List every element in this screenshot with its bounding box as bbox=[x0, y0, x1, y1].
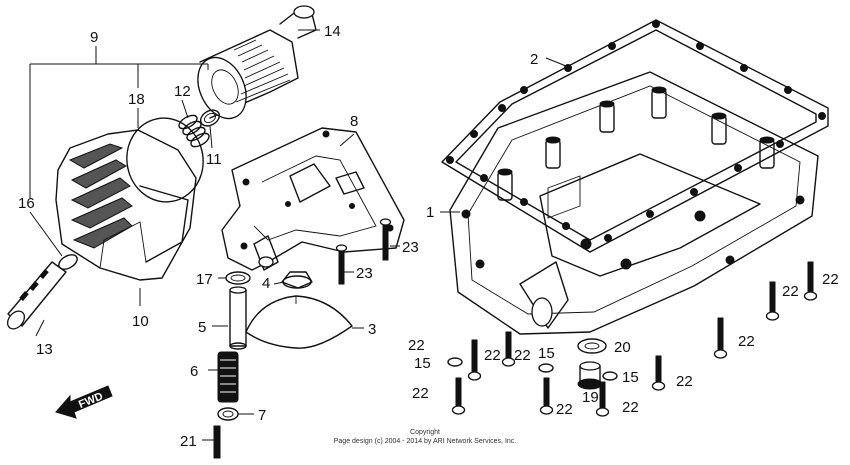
callout-22-c: 22 bbox=[412, 385, 429, 402]
bolts-and-plugs bbox=[335, 218, 818, 417]
fwd-label: FWD bbox=[77, 390, 105, 411]
callout-10: 10 bbox=[132, 313, 149, 330]
copyright-notice: Copyright Page design (c) 2004 - 2014 by… bbox=[334, 429, 517, 445]
callout-numbers: 1 2 3 4 5 6 7 8 9 10 11 12 13 14 15 15 1… bbox=[18, 23, 839, 450]
leader-lines bbox=[29, 29, 567, 441]
callout-5: 5 bbox=[198, 319, 206, 336]
callout-6: 6 bbox=[190, 363, 198, 380]
callout-21: 21 bbox=[180, 433, 197, 450]
callout-22-d: 22 bbox=[556, 401, 573, 418]
callout-22-e: 22 bbox=[622, 399, 639, 416]
callout-15-left: 15 bbox=[414, 355, 431, 372]
spring-and-o-ring bbox=[178, 109, 221, 148]
callout-22-f: 22 bbox=[676, 373, 693, 390]
callout-22-j: 22 bbox=[484, 347, 501, 364]
callout-20: 20 bbox=[614, 339, 631, 356]
callout-12: 12 bbox=[174, 83, 191, 100]
callout-22-h: 22 bbox=[782, 283, 799, 300]
callout-23-lower: 23 bbox=[356, 265, 373, 282]
callout-22-b: 22 bbox=[514, 347, 531, 364]
oil-pan-gasket bbox=[441, 19, 829, 253]
strainer-and-o-ring bbox=[6, 254, 78, 330]
callout-22-g: 22 bbox=[738, 333, 755, 350]
callout-7: 7 bbox=[258, 407, 266, 424]
forward-arrow-icon: FWD bbox=[55, 385, 113, 419]
oil-filter-cover bbox=[55, 117, 204, 281]
callout-22-i: 22 bbox=[822, 271, 839, 288]
callout-8: 8 bbox=[350, 113, 358, 130]
callout-15-middle: 15 bbox=[538, 345, 555, 362]
callout-18: 18 bbox=[128, 91, 145, 108]
callout-17: 17 bbox=[196, 271, 213, 288]
copyright-line-1: Copyright bbox=[410, 429, 440, 436]
oil-pan bbox=[449, 71, 819, 335]
callout-22-a: 22 bbox=[408, 337, 425, 354]
callout-4: 4 bbox=[262, 275, 270, 292]
callout-14: 14 bbox=[324, 23, 341, 40]
callout-15-right: 15 bbox=[622, 369, 639, 386]
callout-16: 16 bbox=[18, 195, 35, 212]
callout-2: 2 bbox=[530, 51, 538, 68]
oil-filter-element bbox=[197, 5, 317, 120]
callout-11: 11 bbox=[206, 151, 222, 168]
strainer-cover bbox=[221, 127, 405, 271]
copyright-line-2: Page design (c) 2004 - 2014 by ARI Netwo… bbox=[334, 438, 517, 445]
relief-valve-group bbox=[213, 271, 353, 459]
callout-9: 9 bbox=[90, 29, 98, 46]
callout-3: 3 bbox=[368, 321, 376, 338]
callout-13: 13 bbox=[36, 341, 53, 358]
callout-23-upper: 23 bbox=[402, 239, 419, 256]
callout-19: 19 bbox=[582, 389, 599, 406]
callout-1: 1 bbox=[426, 204, 434, 221]
